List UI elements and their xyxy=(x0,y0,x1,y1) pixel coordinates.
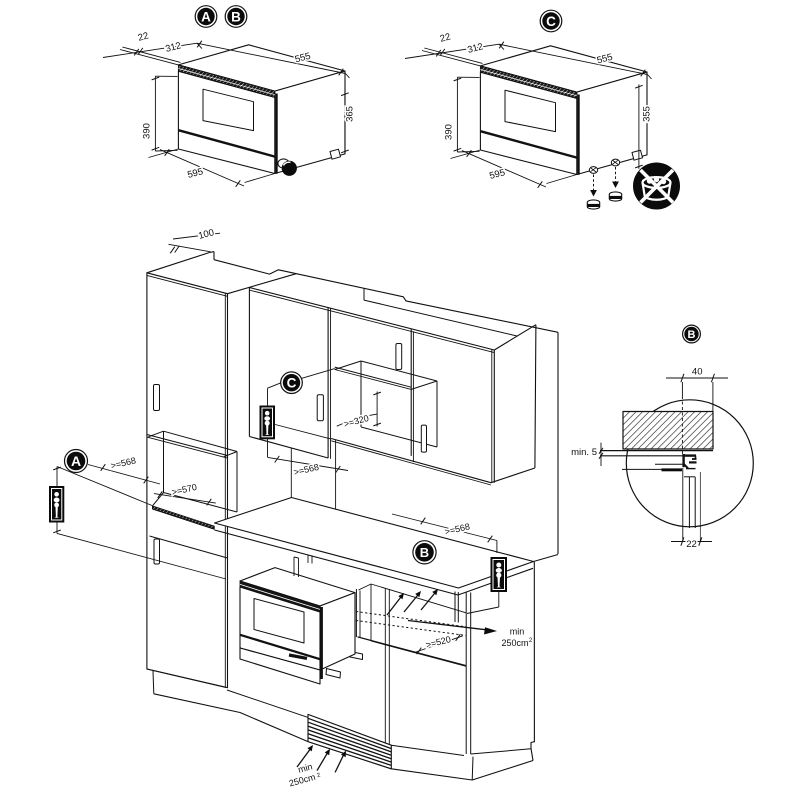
svg-text:390: 390 xyxy=(444,124,455,140)
svg-text:A: A xyxy=(71,453,81,469)
svg-text:B: B xyxy=(231,9,241,24)
svg-text:A: A xyxy=(201,9,211,24)
svg-text:min: min xyxy=(297,761,314,774)
svg-text:390: 390 xyxy=(142,123,153,139)
svg-text:B: B xyxy=(688,329,696,341)
svg-text:312: 312 xyxy=(164,40,182,55)
svg-text:22: 22 xyxy=(439,31,452,44)
svg-text:2: 2 xyxy=(316,773,321,780)
svg-text:min: min xyxy=(510,627,525,637)
svg-text:min. 5: min. 5 xyxy=(571,447,597,458)
svg-text:22: 22 xyxy=(137,30,150,43)
svg-text:40: 40 xyxy=(692,367,703,378)
svg-text:C: C xyxy=(546,14,556,29)
svg-text:B: B xyxy=(420,545,429,560)
svg-text:250cm: 250cm xyxy=(501,638,528,648)
svg-text:355: 355 xyxy=(641,106,652,122)
svg-text:C: C xyxy=(287,376,297,391)
svg-text:2: 2 xyxy=(529,638,533,644)
svg-text:22: 22 xyxy=(686,539,697,550)
svg-text:365: 365 xyxy=(344,106,355,122)
